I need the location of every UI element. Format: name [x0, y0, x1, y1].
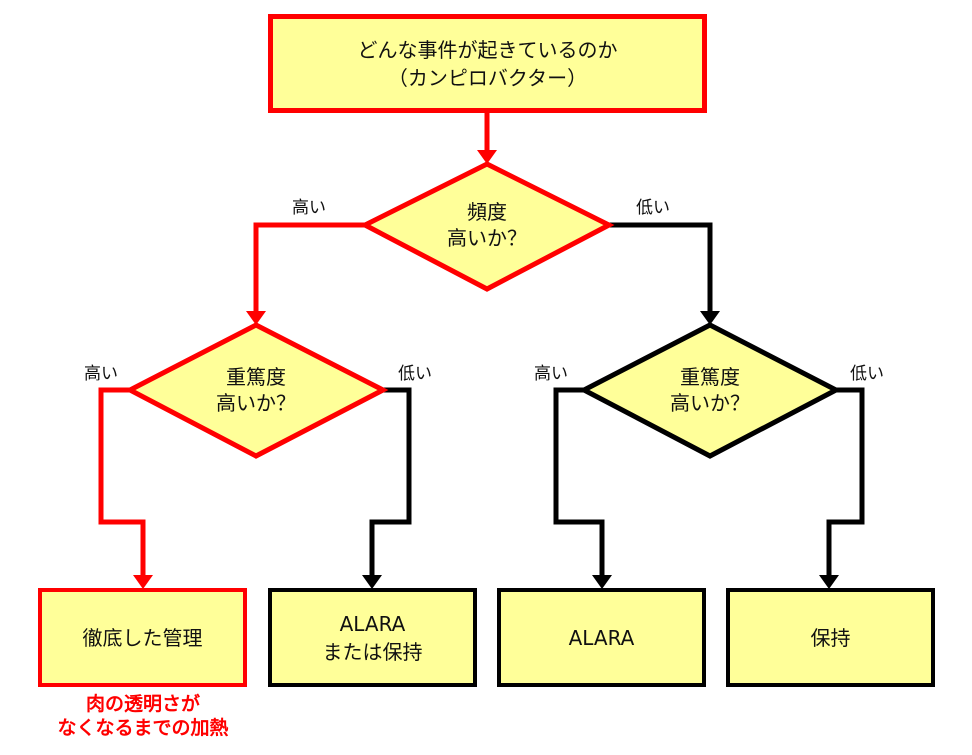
- outcome-alara: ALARA: [497, 588, 706, 687]
- decision-frequency-line2: 高いか？: [447, 226, 527, 250]
- arrowhead-thorough: [133, 575, 153, 589]
- arrowhead-frequency: [477, 150, 497, 164]
- label-severity-left-low: 低い: [398, 364, 432, 384]
- arrowhead-alara-hold: [362, 575, 382, 589]
- arrowhead-hold: [819, 575, 839, 589]
- top-question-line1: どんな事件が起きているのか: [357, 37, 618, 62]
- decision-severity-right-line2: 高いか？: [670, 391, 750, 415]
- outcome-alara-or-hold-line2: または保持: [322, 639, 423, 664]
- arrowhead-alara: [592, 575, 612, 589]
- connector-severity-left-high: [98, 387, 146, 575]
- arrowhead-severity-left: [246, 311, 266, 325]
- connector-severity-right-low: [826, 387, 865, 575]
- top-question-box: どんな事件が起きているのか （カンピロバクター）: [268, 14, 707, 113]
- decision-frequency-line1: 頻度: [467, 200, 507, 224]
- decision-severity-right: [578, 322, 842, 459]
- outcome-thorough-control-label: 徹底した管理: [82, 625, 203, 650]
- label-severity-right-low: 低い: [850, 364, 884, 384]
- label-severity-left-high: 高い: [84, 364, 118, 384]
- decision-severity-left-line1: 重篤度: [226, 365, 286, 389]
- decision-severity-right-line1: 重篤度: [680, 365, 740, 389]
- outcome-alara-label: ALARA: [568, 625, 635, 650]
- cooking-note-line2: なくなるまでの加熱: [57, 717, 229, 739]
- decision-severity-left: [124, 322, 389, 459]
- arrowhead-severity-right: [700, 311, 720, 325]
- label-frequency-high: 高い: [292, 198, 326, 218]
- decision-severity-left-text: 重篤度 高いか？: [196, 364, 316, 416]
- decision-frequency: [359, 161, 615, 292]
- connector-frequency-high: [253, 222, 365, 311]
- decision-severity-right-text: 重篤度 高いか？: [650, 364, 770, 416]
- outcome-hold-label: 保持: [810, 625, 851, 650]
- outcome-hold: 保持: [726, 588, 935, 687]
- cooking-note: 肉の透明さが なくなるまでの加熱: [18, 692, 268, 740]
- top-question-line2: （カンピロバクター）: [387, 65, 588, 90]
- outcome-alara-or-hold: ALARA または保持: [268, 588, 477, 687]
- cooking-note-line1: 肉の透明さが: [85, 693, 200, 715]
- outcome-thorough-control: 徹底した管理: [38, 588, 247, 687]
- decision-severity-left-line2: 高いか？: [216, 391, 296, 415]
- label-frequency-low: 低い: [636, 198, 670, 218]
- label-severity-right-high: 高い: [534, 364, 568, 384]
- connector-severity-left-low: [369, 387, 412, 575]
- decision-frequency-text: 頻度 高いか？: [427, 199, 547, 251]
- outcome-alara-or-hold-line1: ALARA: [339, 611, 406, 636]
- connector-severity-right-high: [553, 387, 605, 575]
- connector-frequency-low: [609, 222, 713, 311]
